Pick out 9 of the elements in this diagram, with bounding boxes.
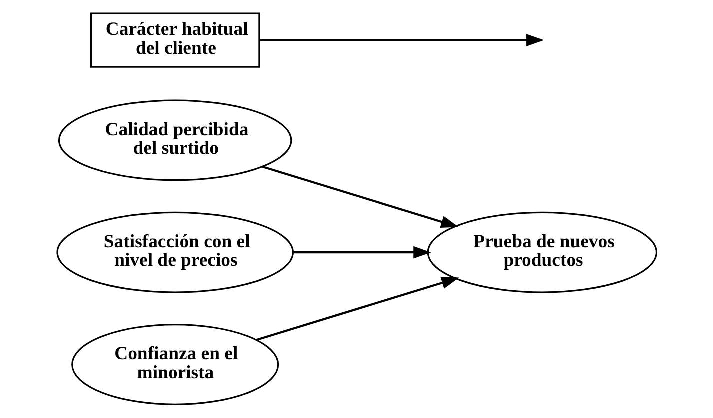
node-box: Carácter habitual del cliente xyxy=(90,12,260,68)
arrow xyxy=(256,277,459,342)
node-ellipse: Calidad percibida del surtido xyxy=(58,100,292,182)
node-ellipse: Confianza en el minorista xyxy=(71,324,279,406)
arrow xyxy=(262,166,458,228)
arrow xyxy=(293,246,431,259)
node-ellipse: Satisfacción con el nivel de precios xyxy=(56,212,294,294)
arrow xyxy=(259,34,544,46)
node-ellipse: Prueba de nuevos productos xyxy=(426,212,658,294)
